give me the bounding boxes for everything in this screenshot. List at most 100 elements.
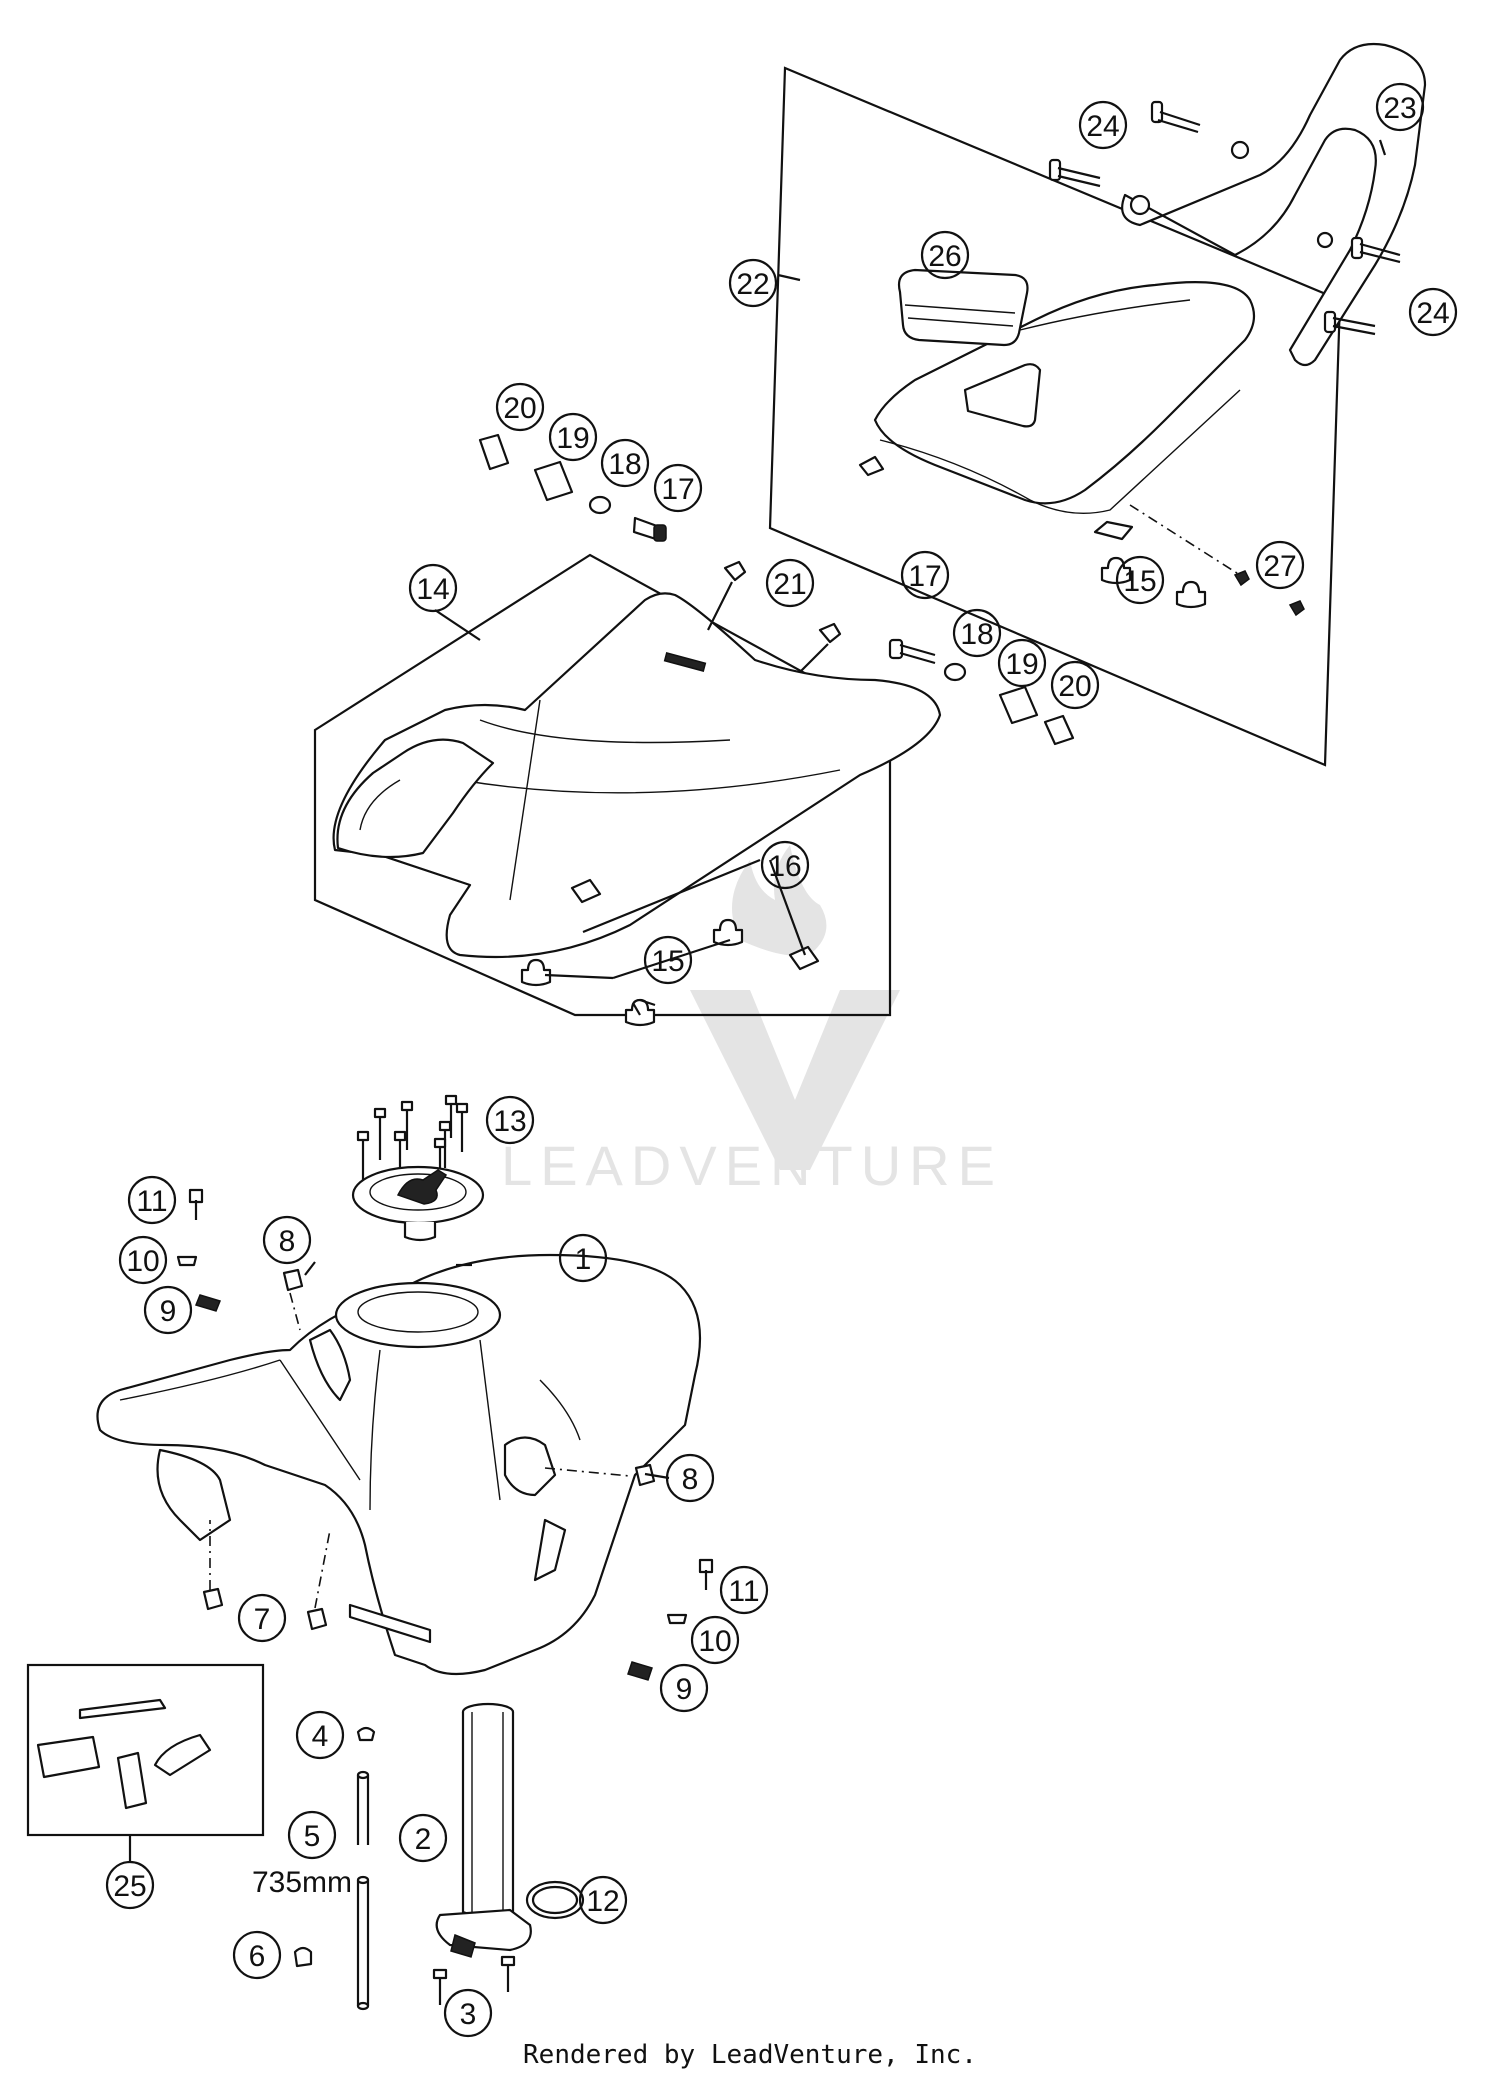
rubber-insert bbox=[194, 1294, 222, 1312]
svg-text:5: 5 bbox=[304, 1820, 321, 1853]
svg-text:24: 24 bbox=[1086, 110, 1119, 143]
svg-text:17: 17 bbox=[661, 473, 694, 506]
callout-20b: 20 bbox=[1050, 660, 1100, 710]
svg-text:16: 16 bbox=[768, 850, 801, 883]
tank-rail bbox=[348, 1603, 432, 1644]
svg-text:1: 1 bbox=[575, 1243, 592, 1276]
fuel-tank-group bbox=[96, 1188, 714, 1681]
bolt-icon bbox=[1350, 236, 1401, 264]
svg-text:8: 8 bbox=[682, 1463, 699, 1496]
grommet bbox=[176, 1255, 198, 1267]
watermark-text: LEADVENTURE bbox=[501, 1134, 1003, 1197]
seat-slot bbox=[663, 652, 707, 672]
washer bbox=[943, 662, 967, 682]
callout-19b: 19 bbox=[997, 638, 1047, 688]
fuel-pump-group bbox=[293, 1702, 585, 2011]
clip-icon bbox=[202, 1587, 224, 1611]
callout-20a: 20 bbox=[495, 382, 545, 432]
leader-lines bbox=[304, 139, 1387, 1480]
bushing bbox=[533, 460, 574, 502]
svg-text:18: 18 bbox=[608, 448, 641, 481]
sleeve bbox=[478, 433, 510, 471]
hose-clamp-icon bbox=[356, 1726, 376, 1742]
bushing bbox=[998, 685, 1039, 725]
decal bbox=[36, 1735, 101, 1779]
callout-2: 2 bbox=[398, 1813, 448, 1863]
svg-text:14: 14 bbox=[416, 573, 449, 606]
tank-filler-ring bbox=[334, 1281, 502, 1349]
svg-text:9: 9 bbox=[676, 1673, 693, 1706]
callout-9a: 9 bbox=[143, 1285, 193, 1335]
callout-27: 27 bbox=[1255, 540, 1305, 590]
svg-text:23: 23 bbox=[1383, 92, 1416, 125]
decal-kit-frame bbox=[26, 1663, 265, 1837]
callout-17b: 17 bbox=[900, 550, 950, 600]
svg-text:2: 2 bbox=[415, 1823, 432, 1856]
flame-logo-icon bbox=[732, 845, 827, 956]
bolt-icon bbox=[1150, 100, 1201, 134]
seat-pad bbox=[897, 268, 1029, 347]
callout-labels: 1 2 3 4 5 6 7 8 8 9 9 10 10 11 11 12 13 … bbox=[105, 82, 1458, 2038]
clip-icon bbox=[282, 1268, 304, 1292]
rider-seat-tail-line bbox=[359, 779, 401, 831]
rubber-insert bbox=[627, 1661, 653, 1681]
svg-text:8: 8 bbox=[279, 1225, 296, 1258]
callout-7: 7 bbox=[237, 1593, 287, 1643]
decal bbox=[78, 1698, 167, 1720]
svg-text:21: 21 bbox=[773, 568, 806, 601]
callout-13: 13 bbox=[485, 1095, 535, 1145]
grommet bbox=[666, 1613, 688, 1625]
leader-21-a bbox=[707, 581, 733, 631]
svg-text:15: 15 bbox=[1123, 565, 1156, 598]
grab-handle-hole bbox=[1129, 194, 1151, 216]
callout-12: 12 bbox=[578, 1875, 628, 1925]
callout-11a: 11 bbox=[127, 1175, 177, 1225]
rider-seat-group bbox=[313, 553, 942, 1027]
callout-14: 14 bbox=[408, 563, 458, 613]
hose-length-label: 735mm bbox=[252, 1866, 352, 1899]
svg-text:19: 19 bbox=[1005, 648, 1038, 681]
callout-11b: 11 bbox=[719, 1565, 769, 1615]
seat-pad-stitch bbox=[904, 304, 1016, 327]
leader-21-b bbox=[799, 643, 829, 673]
callout-25: 25 bbox=[105, 1860, 155, 1910]
callout-21: 21 bbox=[765, 558, 815, 608]
tank-dashline bbox=[544, 1467, 631, 1477]
callout-10a: 10 bbox=[118, 1235, 168, 1285]
rubber-buffer bbox=[520, 958, 552, 987]
svg-text:6: 6 bbox=[249, 1940, 266, 1973]
svg-text:15: 15 bbox=[651, 945, 684, 978]
spacer-set-right bbox=[888, 638, 1075, 746]
footer-credit: Rendered by LeadVenture, Inc. bbox=[523, 2040, 977, 2070]
svg-text:11: 11 bbox=[136, 1185, 167, 1218]
rear-seat-group bbox=[768, 66, 1342, 767]
rider-seat-contour bbox=[459, 699, 841, 901]
callout-9b: 9 bbox=[659, 1663, 709, 1713]
screw-icon bbox=[432, 1968, 448, 1980]
svg-text:24: 24 bbox=[1416, 297, 1449, 330]
svg-text:13: 13 bbox=[493, 1105, 526, 1138]
fuel-pump-line bbox=[471, 1712, 504, 1912]
svg-text:26: 26 bbox=[928, 240, 961, 273]
washer bbox=[588, 495, 612, 515]
hose-clamp-icon bbox=[293, 1946, 313, 1968]
grab-handle-hole bbox=[1230, 140, 1250, 160]
callout-18a: 18 bbox=[600, 438, 650, 488]
rubber-buffer bbox=[712, 918, 744, 947]
pump-flange bbox=[435, 1908, 532, 1952]
callout-22: 22 bbox=[728, 258, 778, 308]
svg-text:22: 22 bbox=[736, 268, 769, 301]
tank-bracket-left bbox=[156, 1448, 232, 1542]
screw-icon bbox=[1233, 570, 1250, 587]
callout-24a: 24 bbox=[1078, 100, 1128, 150]
callout-3: 3 bbox=[443, 1988, 493, 2038]
rubber-buffer bbox=[1175, 580, 1207, 609]
bolt-icon bbox=[1323, 310, 1376, 336]
fuel-cap-logo-icon bbox=[396, 1169, 448, 1205]
grab-handle bbox=[1121, 42, 1427, 367]
rear-seat-tab bbox=[1093, 520, 1134, 541]
tank-filler-inner bbox=[357, 1291, 479, 1333]
passenger-seat-contour bbox=[879, 389, 1241, 514]
svg-text:19: 19 bbox=[556, 422, 589, 455]
